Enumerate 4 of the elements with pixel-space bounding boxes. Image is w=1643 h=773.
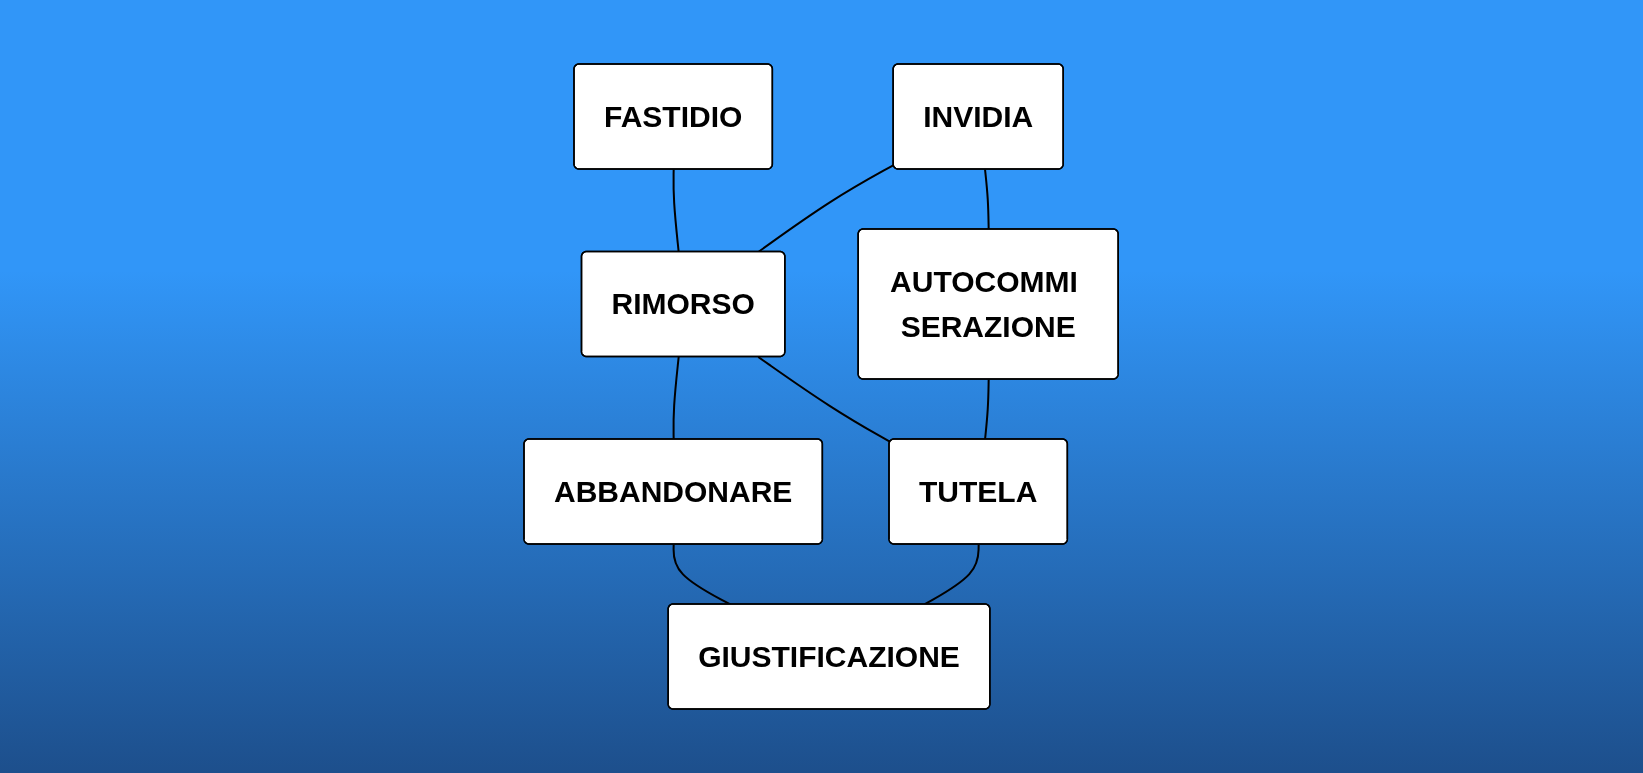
connector [757, 356, 892, 443]
connector [672, 168, 681, 253]
connector [984, 168, 991, 231]
connector [757, 164, 896, 253]
